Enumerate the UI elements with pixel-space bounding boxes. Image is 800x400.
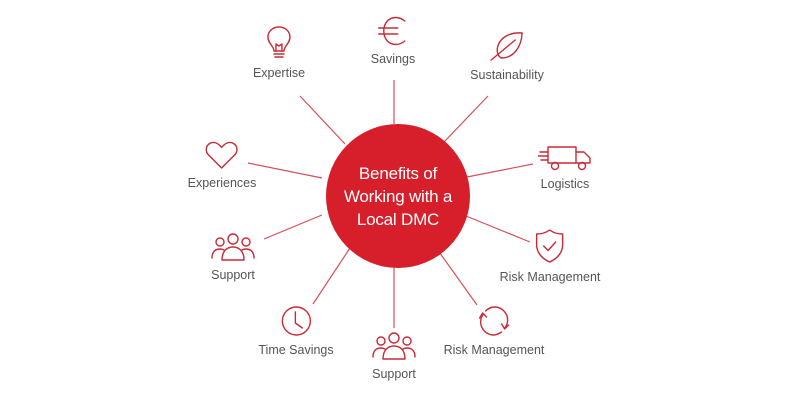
truck-icon — [538, 146, 591, 171]
leaf-icon — [490, 32, 523, 61]
hub-circle: Benefits of Working with a Local DMC — [326, 124, 470, 268]
node-label: Sustainability — [470, 68, 544, 82]
node-savings: Savings — [371, 16, 415, 66]
node-label: Expertise — [252, 66, 306, 80]
node-expertise: Expertise — [253, 24, 305, 80]
node-label: Time Savings — [258, 343, 334, 357]
node-risk-management-bottom: Risk Management — [443, 305, 545, 357]
heart-icon — [205, 141, 239, 169]
node-time-savings: Time Savings — [258, 305, 334, 357]
connector-sustainability — [443, 95, 489, 143]
connector-experiences — [247, 162, 323, 179]
node-experiences: Experiences — [187, 140, 257, 190]
node-support-left: Support — [209, 232, 257, 282]
node-label: Savings — [370, 52, 416, 66]
connector-risk-management-right — [465, 215, 531, 243]
node-label: Support — [211, 268, 255, 282]
node-label: Risk Management — [443, 343, 545, 357]
node-label: Risk Management — [499, 270, 601, 284]
node-risk-management-right: Risk Management — [499, 228, 601, 284]
node-logistics: Logistics — [538, 145, 592, 191]
clock-icon — [281, 306, 311, 336]
node-label: Logistics — [540, 177, 590, 191]
node-support-bottom: Support — [370, 331, 418, 381]
connector-support-left — [263, 214, 323, 240]
connector-time-savings — [312, 247, 351, 305]
hub-title: Benefits of Working with a Local DMC — [343, 163, 453, 229]
group-icon — [372, 332, 416, 360]
lightbulb-icon — [267, 26, 291, 58]
node-label: Experiences — [187, 176, 257, 190]
euro-icon — [378, 16, 406, 46]
node-label: Support — [372, 367, 416, 381]
group-icon — [211, 233, 255, 261]
refresh-cycle-icon — [479, 306, 510, 336]
connector-risk-management-bottom — [436, 248, 478, 306]
connector-logistics — [466, 163, 534, 178]
connector-expertise — [299, 95, 346, 145]
shield-check-icon — [536, 229, 564, 263]
node-sustainability: Sustainability — [470, 30, 544, 82]
